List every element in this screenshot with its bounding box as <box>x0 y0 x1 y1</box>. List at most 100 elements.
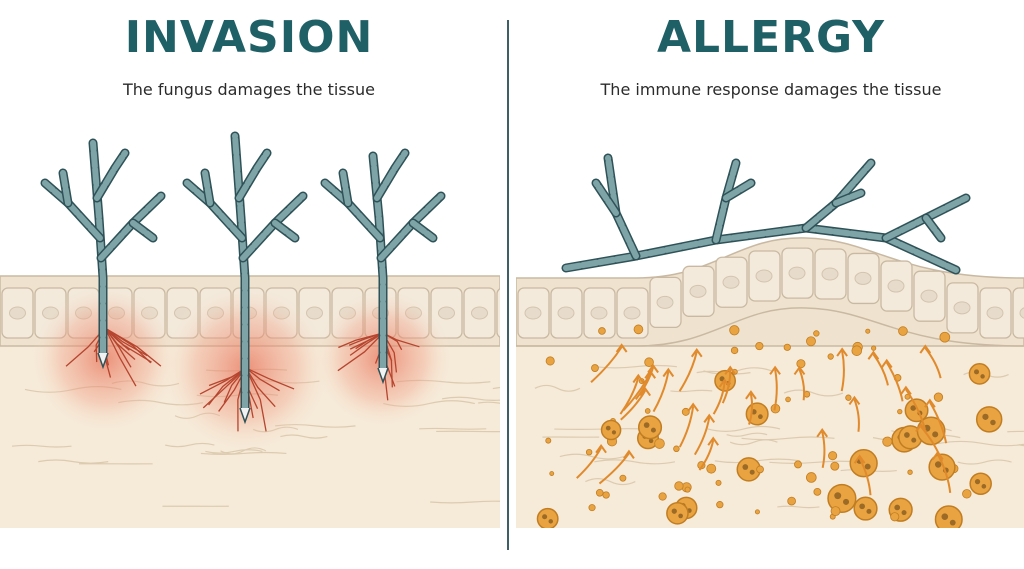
tissue-fiber <box>937 440 1024 447</box>
damage-crack <box>104 327 152 364</box>
immune-cell-icon <box>673 445 680 453</box>
inflammation-arrow-icon <box>840 350 845 392</box>
immune-nucleus <box>758 414 763 420</box>
immune-nucleus <box>643 422 650 428</box>
arrow-head <box>745 390 757 400</box>
inflammation-arrow-icon <box>748 393 754 425</box>
epithelial-cell-layer <box>517 247 1024 339</box>
arrow-head <box>632 373 645 384</box>
immune-cell-icon <box>830 506 841 517</box>
tissue-fiber <box>777 505 820 509</box>
immune-cell-icon <box>716 501 724 509</box>
immune-nucleus <box>542 514 548 520</box>
immune-cell-icon <box>754 509 760 515</box>
hypha-segment <box>236 150 270 201</box>
arrow-head <box>867 350 880 360</box>
immune-nucleus <box>859 503 865 510</box>
inflammation-arrow-icon <box>821 431 826 468</box>
immune-nucleus <box>742 464 749 470</box>
immune-nucleus <box>974 479 981 485</box>
damage-crack <box>245 367 267 432</box>
immune-nucleus <box>671 508 677 514</box>
immune-cell-icon <box>845 394 852 401</box>
inflammation-arrow-icon <box>678 351 698 392</box>
cell-nucleus <box>788 266 806 280</box>
immune-cell-icon <box>684 486 691 493</box>
immune-nucleus <box>981 484 987 489</box>
inflammation-arrow-icon <box>698 440 715 471</box>
immune-cell-icon <box>787 496 796 506</box>
inflammation-arrow-icon <box>712 381 726 415</box>
cell-nucleus <box>821 267 839 281</box>
tissue-fiber <box>585 477 636 486</box>
arrow-head <box>836 347 848 357</box>
immune-cell-icon <box>806 336 816 347</box>
inflammation-arrow-icon <box>858 457 872 496</box>
cell-nucleus <box>471 306 488 320</box>
immune-nucleus <box>864 463 871 470</box>
invasion-illustration <box>0 131 500 528</box>
immune-cell-icon <box>600 419 622 441</box>
immune-nucleus <box>932 431 939 438</box>
immune-cell-icon <box>536 507 559 528</box>
arrow-head <box>707 436 720 446</box>
hypha-segment <box>923 215 944 241</box>
hypha-segment <box>272 220 298 241</box>
immune-cell-icon <box>545 437 552 444</box>
arrow-head <box>703 413 716 423</box>
hypha-tip <box>97 352 109 370</box>
immune-nucleus <box>894 504 901 511</box>
cell-nucleus <box>438 306 455 320</box>
tissue-fiber <box>957 459 1012 465</box>
cell-nucleus <box>590 306 608 320</box>
damage-crack <box>104 327 136 361</box>
immune-nucleus <box>982 413 989 420</box>
immune-cell-icon <box>637 415 663 440</box>
hypha-segment <box>723 180 754 201</box>
immune-cell-icon <box>928 453 956 481</box>
arrow-head <box>848 395 861 406</box>
arrow-head <box>853 454 866 464</box>
arrow-head <box>662 367 675 378</box>
cell-nucleus <box>920 289 938 303</box>
hypha-segment <box>410 220 436 241</box>
arrow-head <box>900 385 912 395</box>
arrow-head <box>647 363 659 374</box>
tissue-fiber <box>11 444 72 448</box>
immune-cell-icon <box>783 343 791 351</box>
hypha-segment <box>322 180 383 241</box>
arrow-head <box>690 348 703 358</box>
immune-cell-icon <box>730 346 739 355</box>
damage-crack <box>382 332 420 348</box>
tissue-fiber <box>165 442 215 448</box>
tissue-fiber <box>670 389 713 393</box>
hypha-segment <box>340 170 351 206</box>
immune-cell-icon <box>827 483 857 514</box>
immune-cell-icon <box>796 359 806 369</box>
inflammation-arrow-icon <box>620 390 647 421</box>
immune-cell-icon <box>813 487 822 496</box>
allergy-illustration <box>516 153 1024 528</box>
damage-crack <box>104 327 152 363</box>
arrow-head <box>724 365 737 375</box>
arrow-head <box>816 428 829 438</box>
immune-cell-icon <box>658 492 667 501</box>
damage-crack <box>245 367 280 392</box>
hypha-segment <box>370 153 386 371</box>
hypha-segment <box>563 225 959 273</box>
immune-cell-icon <box>851 345 863 356</box>
inflammation-arrow-icon <box>929 401 948 444</box>
immune-nucleus <box>648 438 654 444</box>
inflammation-arrow-icon <box>619 377 640 415</box>
arrow-head <box>924 398 936 408</box>
immune-cell-icon <box>897 408 903 415</box>
damage-crack <box>349 332 384 356</box>
arrow-head <box>687 402 699 412</box>
immune-cell-icon <box>939 331 951 343</box>
arrow-head <box>793 365 806 375</box>
immune-nucleus <box>949 519 956 526</box>
immune-cell-icon <box>654 438 665 449</box>
damage-crack <box>104 327 137 387</box>
damage-crack <box>337 332 384 372</box>
damage-crack <box>348 332 384 346</box>
